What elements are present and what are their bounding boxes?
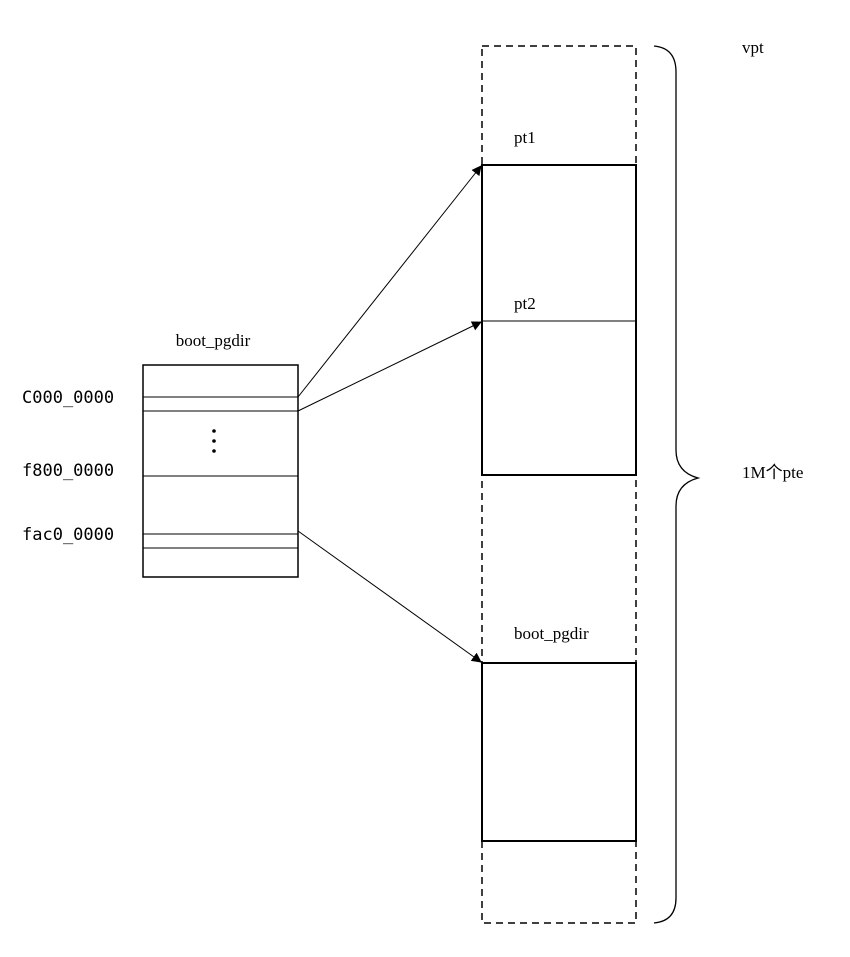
boot-pgdir-label: boot_pgdir (514, 624, 589, 643)
vpt-dashed-region (481, 45, 637, 924)
vpt-label: vpt (742, 38, 764, 57)
pt1-label: pt1 (514, 128, 536, 147)
brace-label: 1M个pte (742, 463, 803, 482)
arrow-to-pt2 (297, 321, 482, 412)
address-label-c0000000: C000_0000 (22, 388, 114, 408)
curly-brace (653, 45, 701, 924)
boot-pgdir-block (481, 662, 637, 842)
left-table-title: boot_pgdir (176, 331, 251, 350)
address-label-fac00000: fac0_0000 (22, 525, 114, 545)
arrow-to-boot-pgdir (297, 530, 482, 663)
arrow-to-pt1 (297, 165, 482, 398)
left-table-box (142, 364, 299, 578)
address-label-f8000000: f800_0000 (22, 461, 114, 481)
page-table-block (481, 164, 637, 476)
vertical-ellipsis (212, 429, 216, 453)
pt2-label: pt2 (514, 294, 536, 313)
